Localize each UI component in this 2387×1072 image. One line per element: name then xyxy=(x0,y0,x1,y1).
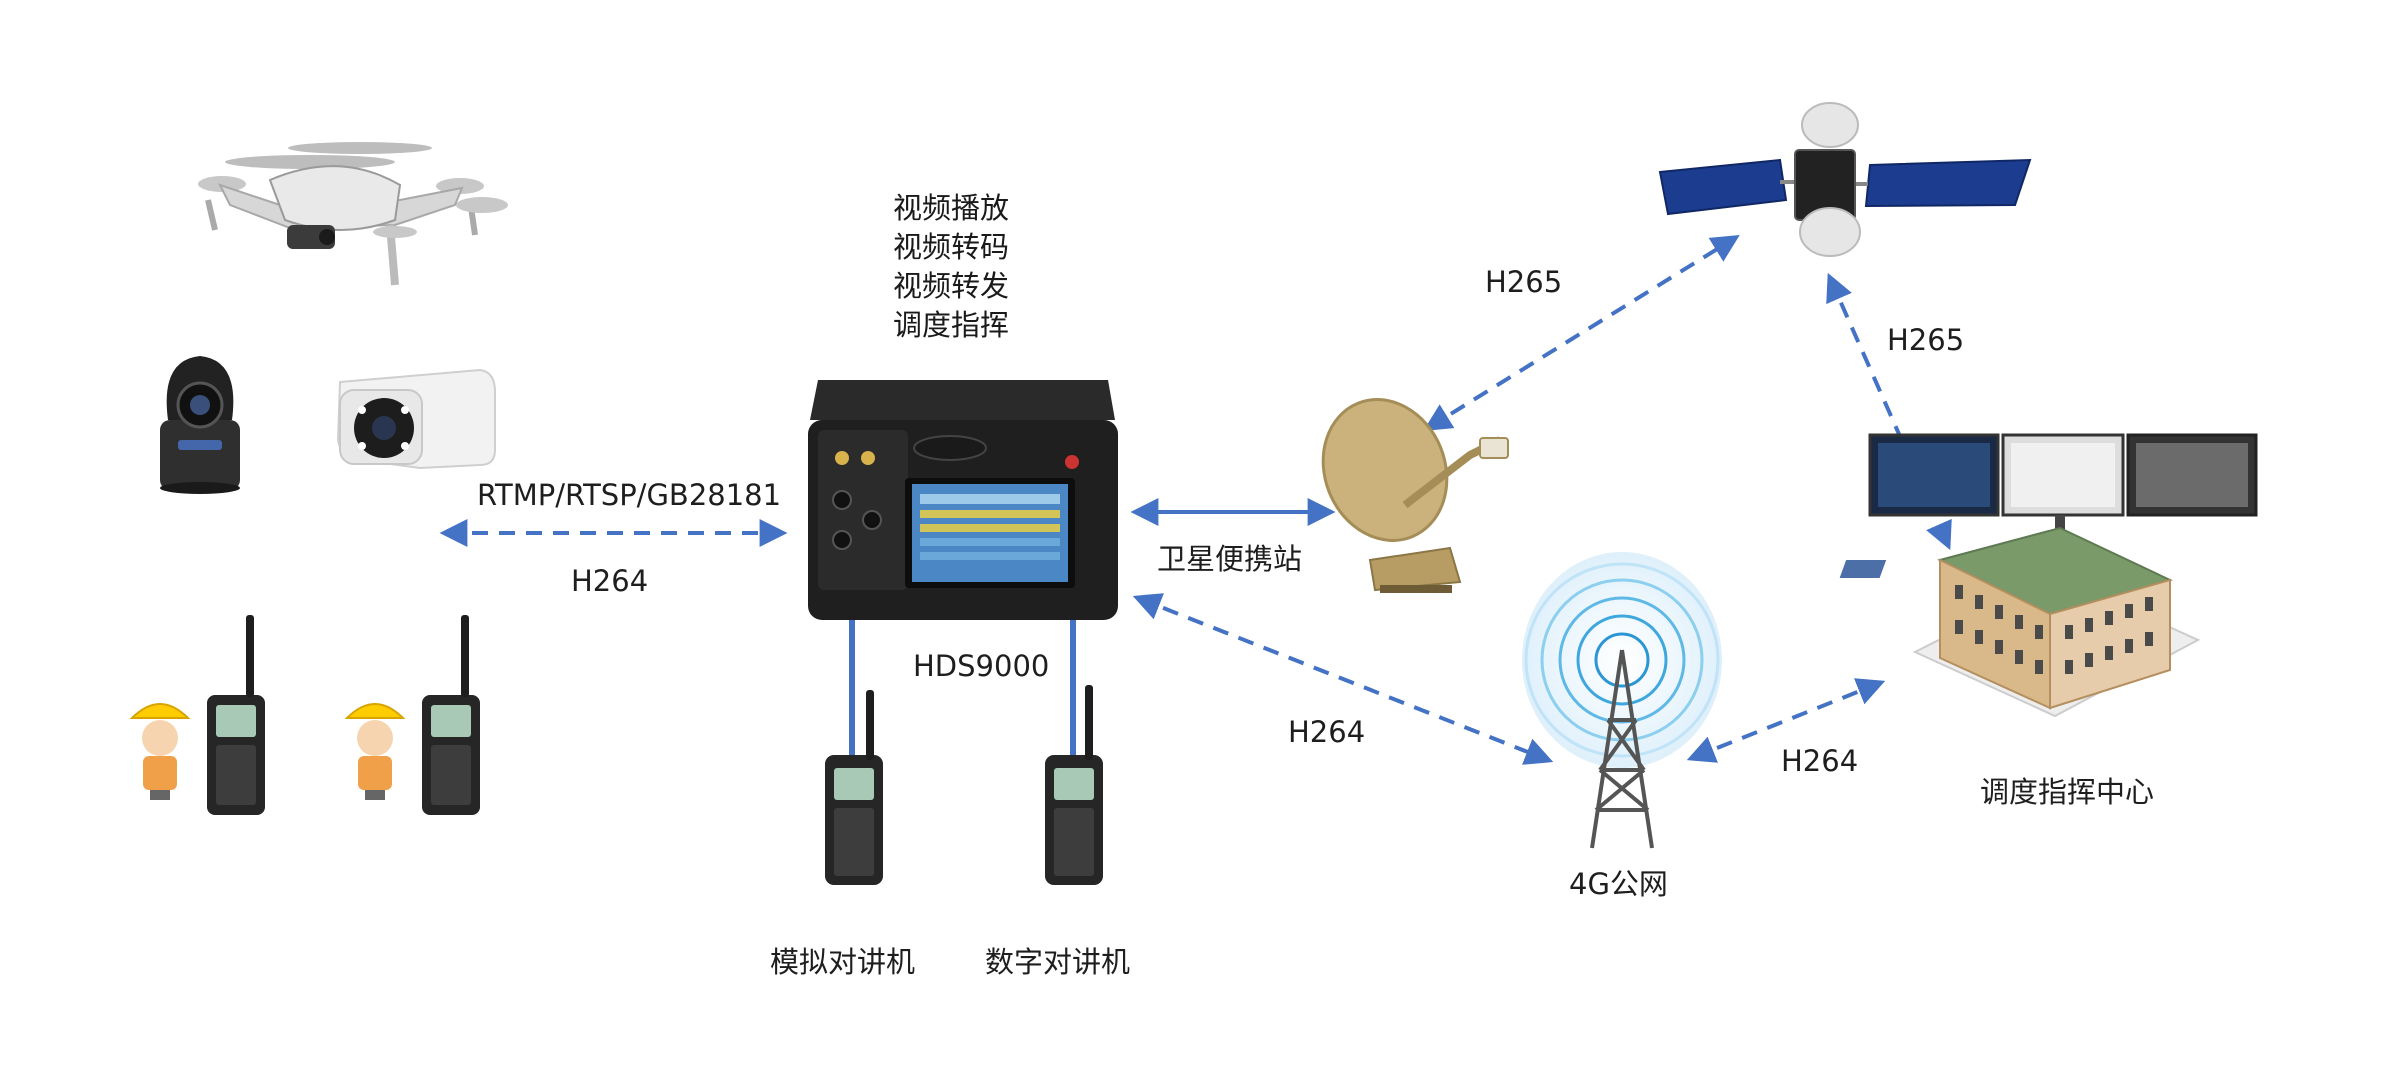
4g-network-label: 4G公网 xyxy=(1569,867,1668,901)
worker-radio-icon xyxy=(129,615,265,815)
hub-4g-codec-label: H264 xyxy=(1288,715,1366,749)
4g-center-codec-label: H264 xyxy=(1781,744,1859,778)
cell-tower-icon xyxy=(1522,552,1722,849)
radio-icon xyxy=(825,690,883,885)
satellite-center-codec-label: H265 xyxy=(1887,323,1965,357)
monitor-wall-icon xyxy=(1868,433,2258,535)
ptz-camera-icon xyxy=(160,356,240,494)
command-center-label: 调度指挥中心 xyxy=(1980,775,2155,809)
terminal-satellite-codec-label: H265 xyxy=(1485,265,1563,299)
satellite-dish-icon xyxy=(1321,398,1509,593)
sources-codec-label: H264 xyxy=(571,564,649,598)
bullet-camera-icon xyxy=(336,368,496,470)
hub-4g-arrow xyxy=(1132,593,1554,765)
terminal-satellite-arrow xyxy=(1423,235,1740,431)
sources-protocol-label: RTMP/RTSP/GB28181 xyxy=(477,478,782,512)
satellite-terminal-label: 卫星便携站 xyxy=(1157,542,1303,576)
hub-function-forward: 视频转发 xyxy=(893,269,1010,303)
radio-icon xyxy=(1045,685,1103,885)
hds9000-case-icon xyxy=(808,380,1118,620)
hub-function-transcode: 视频转码 xyxy=(893,230,1010,264)
satellite-icon xyxy=(1658,102,2032,257)
worker-radio-icon xyxy=(344,615,480,815)
hub-function-playback: 视频播放 xyxy=(893,191,1010,225)
command-center-building-icon xyxy=(1839,526,2201,718)
analog-radio-label: 模拟对讲机 xyxy=(770,945,916,979)
hub-function-dispatch: 调度指挥 xyxy=(893,308,1010,342)
hub-name-label: HDS9000 xyxy=(913,649,1050,683)
drone-icon xyxy=(198,142,508,286)
4g-center-arrow xyxy=(1686,678,1886,763)
digital-radio-label: 数字对讲机 xyxy=(985,945,1131,979)
